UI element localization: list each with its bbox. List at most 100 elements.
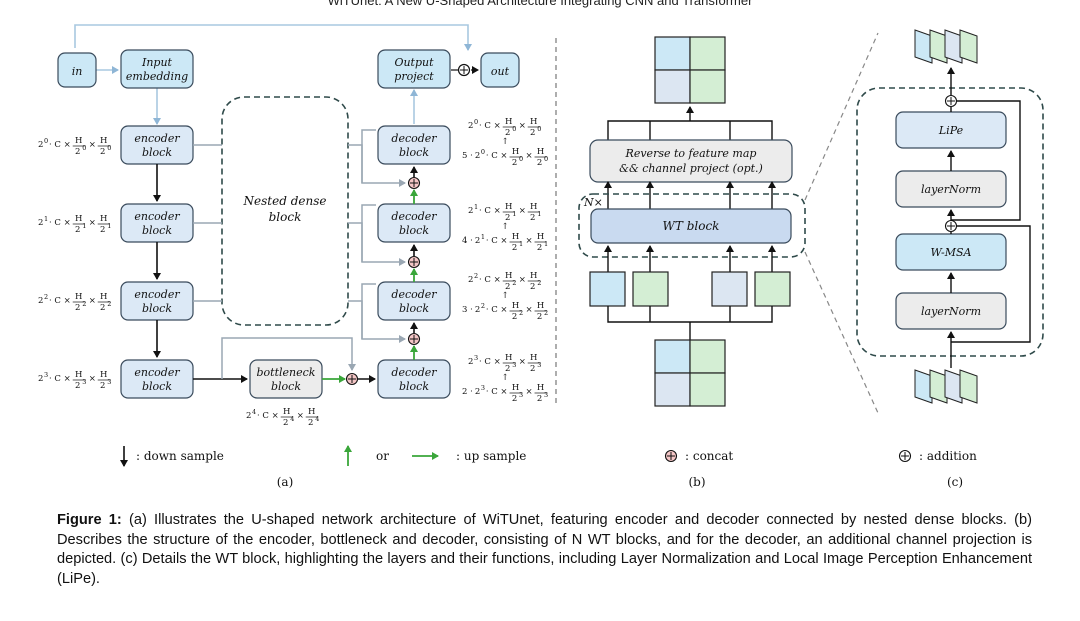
frac-num: H [512, 232, 519, 242]
dim-mid: · C × [479, 121, 501, 131]
figure-caption: Figure 1: (a) Illustrates the U-shaped n… [57, 511, 1032, 589]
frac-den: 2 [100, 147, 105, 157]
dim-pow: 0 [474, 118, 478, 126]
frac-num: H [283, 407, 290, 417]
dim-pow: 3 [481, 384, 485, 392]
legend: : down sample or : up sample : concat : … [120, 445, 977, 467]
frac-den: 2 [308, 418, 313, 428]
frac-den-exp: 0 [82, 144, 86, 152]
lipe-block: LiPe [895, 111, 1007, 149]
decoder-label-1b: block [399, 224, 429, 237]
architecture-figure: in Input embedding Output project out Ne… [38, 24, 1044, 489]
dim-base: 2 [468, 121, 473, 131]
dim-prefix: 4 · [462, 236, 473, 246]
frac-den-exp: 3 [512, 361, 516, 369]
frac-den-exp: 3 [544, 391, 548, 399]
frac-den-exp: 1 [107, 222, 111, 230]
encoder-label-0b: block [142, 146, 172, 159]
legend-down: : down sample [136, 449, 224, 463]
dim-mid: · C × [49, 374, 71, 384]
dim-mid: · C × [486, 151, 508, 161]
frac-den: 2 [512, 243, 517, 253]
frac-num: H [308, 407, 315, 417]
caption-label: Figure 1: [57, 512, 122, 528]
decoder-label-0a: decoder [391, 132, 437, 145]
dim-up-arrow-icon: ↑ [501, 291, 508, 301]
input-embedding-block: Input embedding [120, 49, 194, 89]
frac-num: H [530, 202, 537, 212]
panel-c: LiPe layerNorm W-MSA layerNorm [856, 29, 1044, 489]
frac-den: 2 [537, 158, 542, 168]
dim-mid: · C × [479, 357, 501, 367]
frac-den: 2 [505, 128, 510, 138]
panel-a: in Input embedding Output project out Ne… [38, 24, 548, 489]
frac-den: 2 [75, 303, 80, 313]
dim-pow: 0 [481, 148, 485, 156]
dim-times: × [519, 121, 526, 131]
layernorm-top-block: layerNorm [895, 170, 1007, 208]
input-tokens-stack [914, 369, 978, 404]
caption-text: (a) Illustrates the U-shaped network arc… [57, 512, 1033, 587]
dim-base: 2 [475, 151, 480, 161]
decoder-label-3b: block [399, 380, 429, 393]
dim-times: × [519, 275, 526, 285]
dim-base: 2 [38, 374, 43, 384]
frac-den: 2 [75, 225, 80, 235]
nested-dense-line1: Nested dense [243, 194, 327, 208]
frac-num: H [100, 292, 107, 302]
frac-den-exp: 1 [537, 210, 541, 218]
encoder-label-3b: block [142, 380, 172, 393]
frac-den: 2 [505, 213, 510, 223]
frac-den: 2 [537, 312, 542, 322]
nested-dense-line2: block [269, 210, 302, 224]
frac-den-exp: 1 [512, 210, 516, 218]
frac-num: H [537, 383, 544, 393]
out-node: out [480, 52, 520, 88]
frac-num: H [505, 353, 512, 363]
encoder-label-1a: encoder [134, 210, 180, 223]
frac-num: H [537, 301, 544, 311]
dim-mid: · C × [486, 387, 508, 397]
wt-repeat-frame [578, 193, 806, 258]
output-tokens-stack [914, 29, 978, 64]
dim-times: × [89, 218, 96, 228]
layernorm-bottom-block: layerNorm [895, 292, 1007, 330]
frac-num: H [530, 353, 537, 363]
frac-den: 2 [75, 147, 80, 157]
frac-den: 2 [512, 158, 517, 168]
frac-num: H [505, 202, 512, 212]
encoder-label-0a: encoder [134, 132, 180, 145]
dim-mid: · C × [49, 218, 71, 228]
encoder-label-2a: encoder [134, 288, 180, 301]
frac-den: 2 [505, 282, 510, 292]
dim-pow: 3 [44, 371, 48, 379]
frac-den-exp: 2 [107, 300, 111, 308]
dim-mid: · C × [257, 411, 279, 421]
frac-num: H [512, 301, 519, 311]
frac-num: H [512, 383, 519, 393]
dim-mid: · C × [479, 275, 501, 285]
frac-den: 2 [537, 394, 542, 404]
frac-den: 2 [537, 243, 542, 253]
frac-den: 2 [505, 364, 510, 374]
frac-den-exp: 2 [82, 300, 86, 308]
encoder-block-1: encoder block [120, 203, 194, 243]
encoder-block-3: encoder block [120, 359, 194, 399]
frac-num: H [537, 147, 544, 157]
layernorm-bottom-label: layerNorm [921, 305, 981, 318]
frac-num: H [512, 147, 519, 157]
encoder-block-0: encoder block [120, 125, 194, 165]
frac-den-exp: 2 [519, 309, 523, 317]
reverse-line2: && channel project (opt.) [619, 162, 763, 175]
frac-den-exp: 0 [107, 144, 111, 152]
dim-pow: 1 [44, 215, 48, 223]
panel-b: Reverse to feature map && channel projec… [578, 36, 806, 489]
dim-base: 2 [475, 236, 480, 246]
wmsa-block: W-MSA [895, 233, 1007, 271]
dim-times: × [526, 387, 533, 397]
frac-num: H [75, 292, 82, 302]
frac-den-exp: 2 [544, 309, 548, 317]
